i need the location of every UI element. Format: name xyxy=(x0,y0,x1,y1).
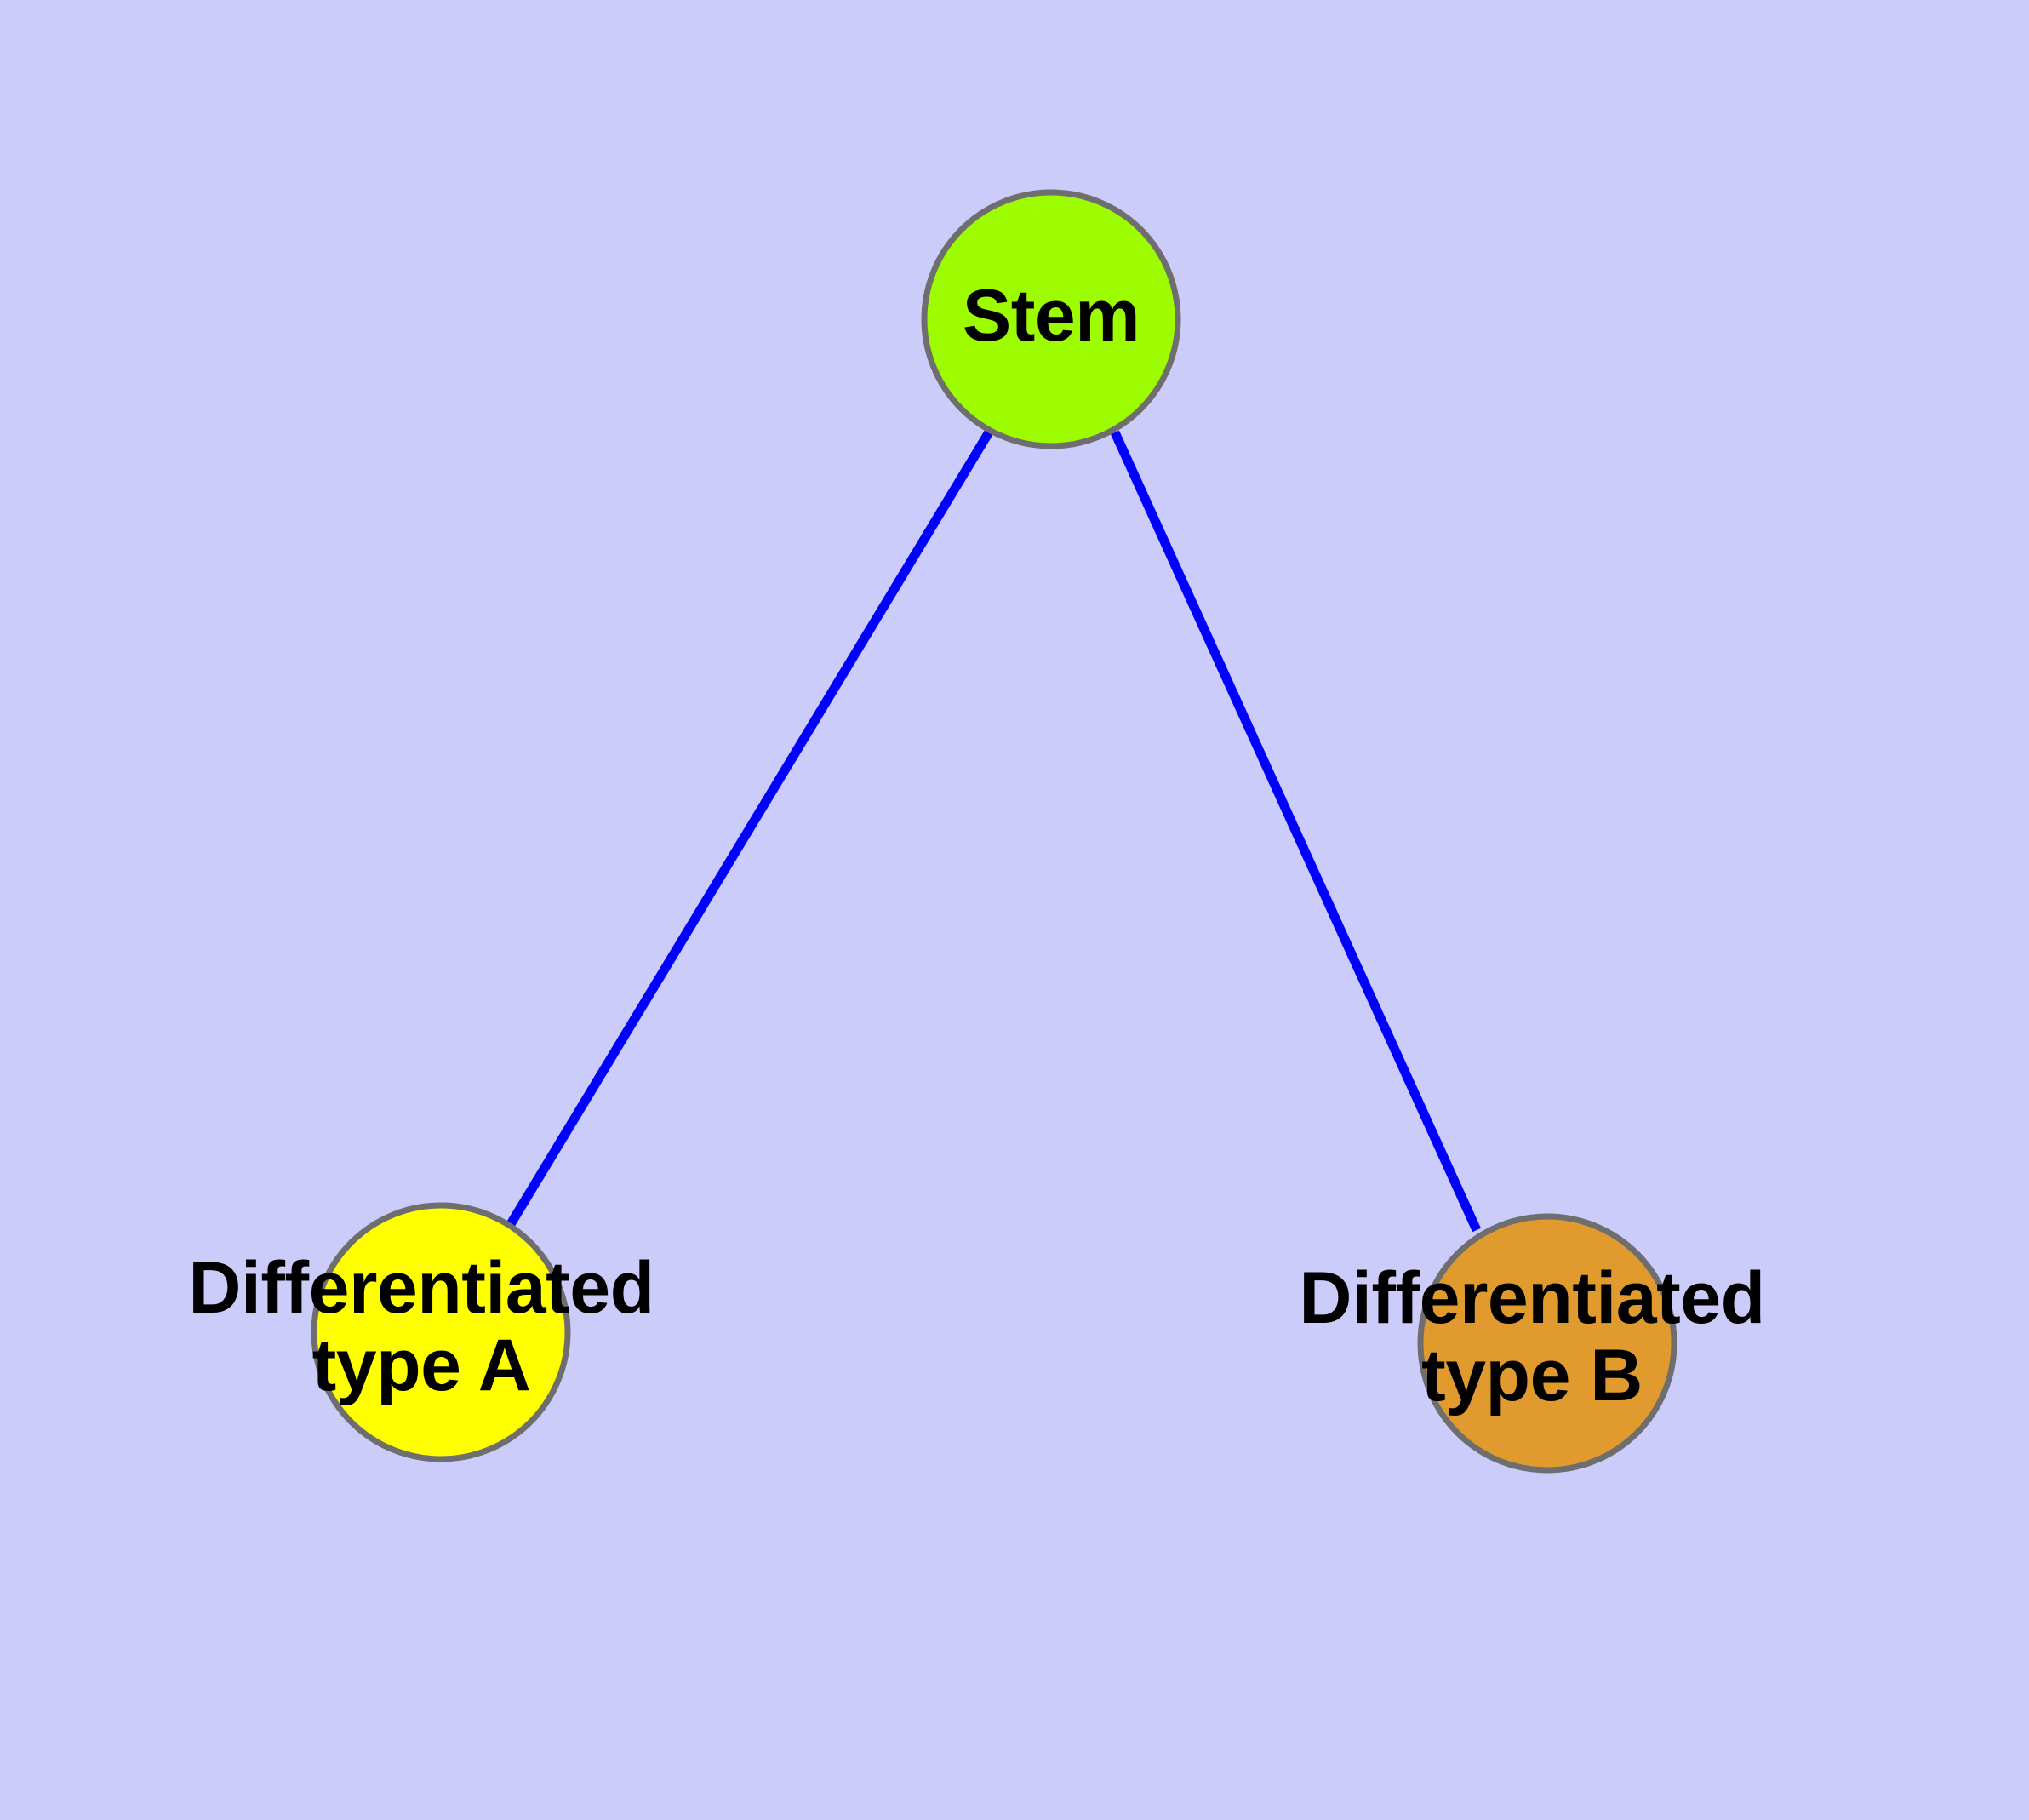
edge-stem-to-diff-b xyxy=(1110,430,1482,1233)
nodes-layer xyxy=(311,189,1677,1474)
edges-layer xyxy=(506,428,1482,1233)
node-stem[interactable] xyxy=(921,189,1181,449)
edge-stem-to-diff-a xyxy=(506,428,994,1227)
node-differentiated-type-b[interactable] xyxy=(1417,1213,1677,1474)
node-differentiated-type-a[interactable] xyxy=(311,1202,571,1462)
